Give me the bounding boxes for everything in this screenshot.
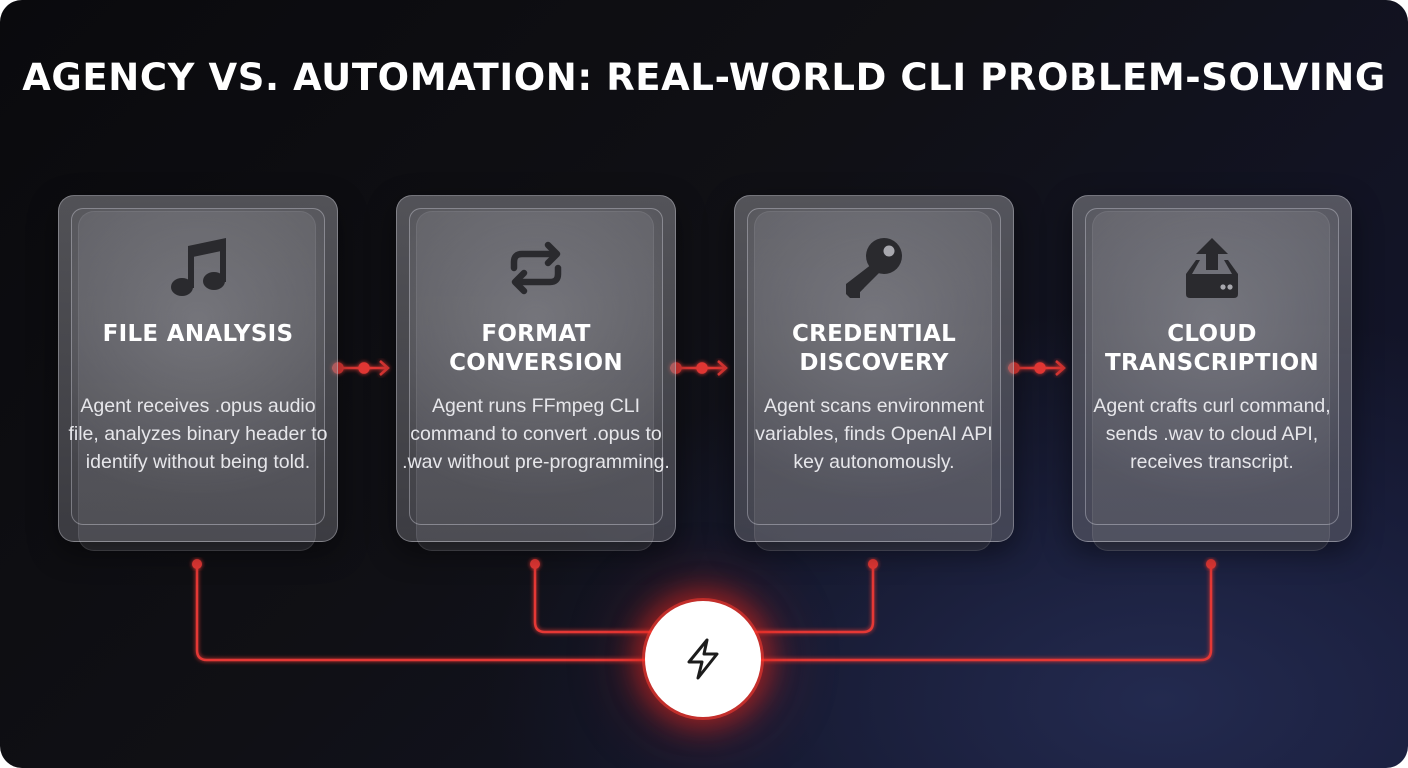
wire-node-4	[1206, 559, 1216, 569]
flow-arrow-2	[670, 360, 728, 376]
card-panel: CREDENTIAL DISCOVERY Agent scans environ…	[734, 195, 1014, 542]
card-inner-panel	[71, 208, 325, 525]
card-panel: FILE ANALYSIS Agent receives .opus audio…	[58, 195, 338, 542]
step-description: Agent scans environment variables, finds…	[755, 395, 993, 473]
refresh-arrows-icon	[510, 241, 562, 295]
card-panel: CLOUD TRANSCRIPTION Agent crafts curl co…	[1072, 195, 1352, 542]
central-hub	[645, 601, 761, 717]
step-description: Agent runs FFmpeg CLI command to convert…	[402, 395, 670, 473]
card-panel: FORMAT CONVERSION Agent runs FFmpeg CLI …	[396, 195, 676, 542]
key-icon	[846, 238, 902, 298]
lightning-bolt-icon	[687, 638, 719, 680]
wire-node-2	[530, 559, 540, 569]
step-description: Agent crafts curl command, sends .wav to…	[1093, 395, 1331, 473]
upload-tray-icon	[1186, 238, 1238, 298]
step-title: FORMAT CONVERSION	[449, 321, 623, 376]
step-card-credential-discovery: CREDENTIAL DISCOVERY Agent scans environ…	[734, 195, 1014, 551]
wire-node-1	[192, 559, 202, 569]
flow-arrow-1	[332, 360, 390, 376]
card-inner-panel	[409, 208, 663, 525]
music-note-icon	[171, 238, 226, 296]
step-card-file-analysis: FILE ANALYSIS Agent receives .opus audio…	[58, 195, 338, 551]
step-title: CLOUD TRANSCRIPTION	[1105, 321, 1319, 376]
wire-step1	[195, 564, 650, 662]
step-title: CREDENTIAL DISCOVERY	[791, 321, 957, 376]
step-card-format-conversion: FORMAT CONVERSION Agent runs FFmpeg CLI …	[396, 195, 676, 551]
wire-step4	[758, 564, 1213, 662]
wire-node-3	[868, 559, 878, 569]
flow-arrow-3	[1008, 360, 1066, 376]
step-card-cloud-transcription: CLOUD TRANSCRIPTION Agent crafts curl co…	[1072, 195, 1352, 551]
page-title: AGENCY VS. AUTOMATION: REAL-WORLD CLI PR…	[22, 56, 1386, 99]
step-title: FILE ANALYSIS	[102, 321, 294, 347]
wire-step3	[748, 564, 875, 634]
wire-step2	[533, 564, 660, 634]
step-description: Agent receives .opus audio file, analyze…	[68, 395, 328, 473]
